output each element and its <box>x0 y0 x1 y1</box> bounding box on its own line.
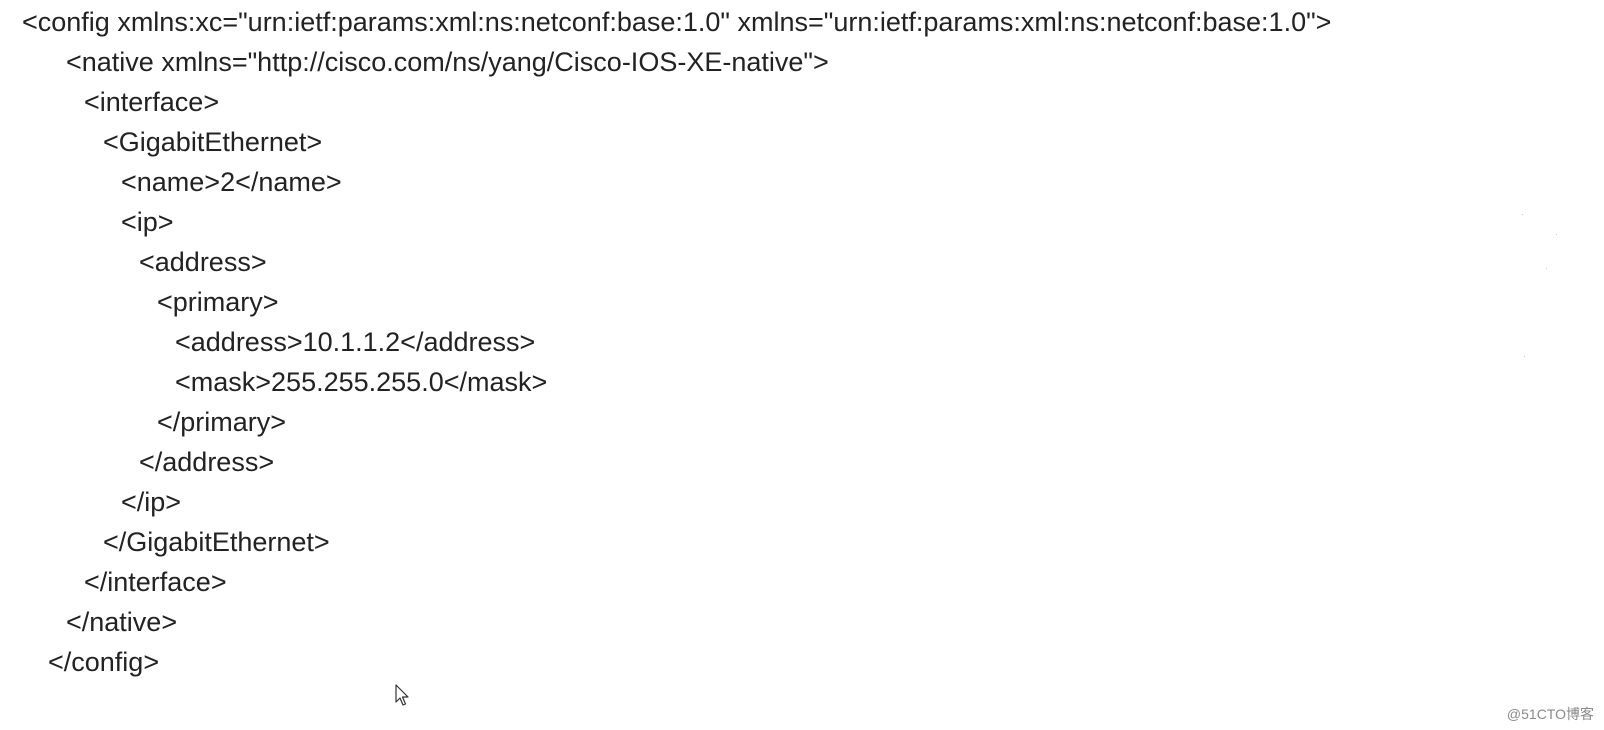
code-line-9: <address>10.1.1.2</address> <box>175 327 536 357</box>
code-line-1: <config xmlns:xc="urn:ietf:params:xml:ns… <box>22 7 1332 37</box>
code-line-5: <name>2</name> <box>121 167 342 197</box>
code-line-6: <ip> <box>121 207 174 237</box>
code-line-7: <address> <box>139 247 267 277</box>
code-line-17: </config> <box>48 647 160 677</box>
watermark-text: @51CTO博客 <box>1506 706 1594 722</box>
code-line-16: </native> <box>66 607 178 637</box>
code-line-8: <primary> <box>157 287 279 317</box>
code-line-13: </ip> <box>121 487 182 517</box>
mouse-pointer-icon <box>395 684 409 706</box>
code-line-12: </address> <box>139 447 275 477</box>
code-line-14: </GigabitEthernet> <box>103 527 330 557</box>
code-line-15: </interface> <box>84 567 227 597</box>
code-line-3: <interface> <box>84 87 220 117</box>
code-line-4: <GigabitEthernet> <box>103 127 323 157</box>
code-line-2: <native xmlns="http://cisco.com/ns/yang/… <box>66 47 829 77</box>
code-line-10: <mask>255.255.255.0</mask> <box>175 367 548 397</box>
code-line-11: </primary> <box>157 407 287 437</box>
